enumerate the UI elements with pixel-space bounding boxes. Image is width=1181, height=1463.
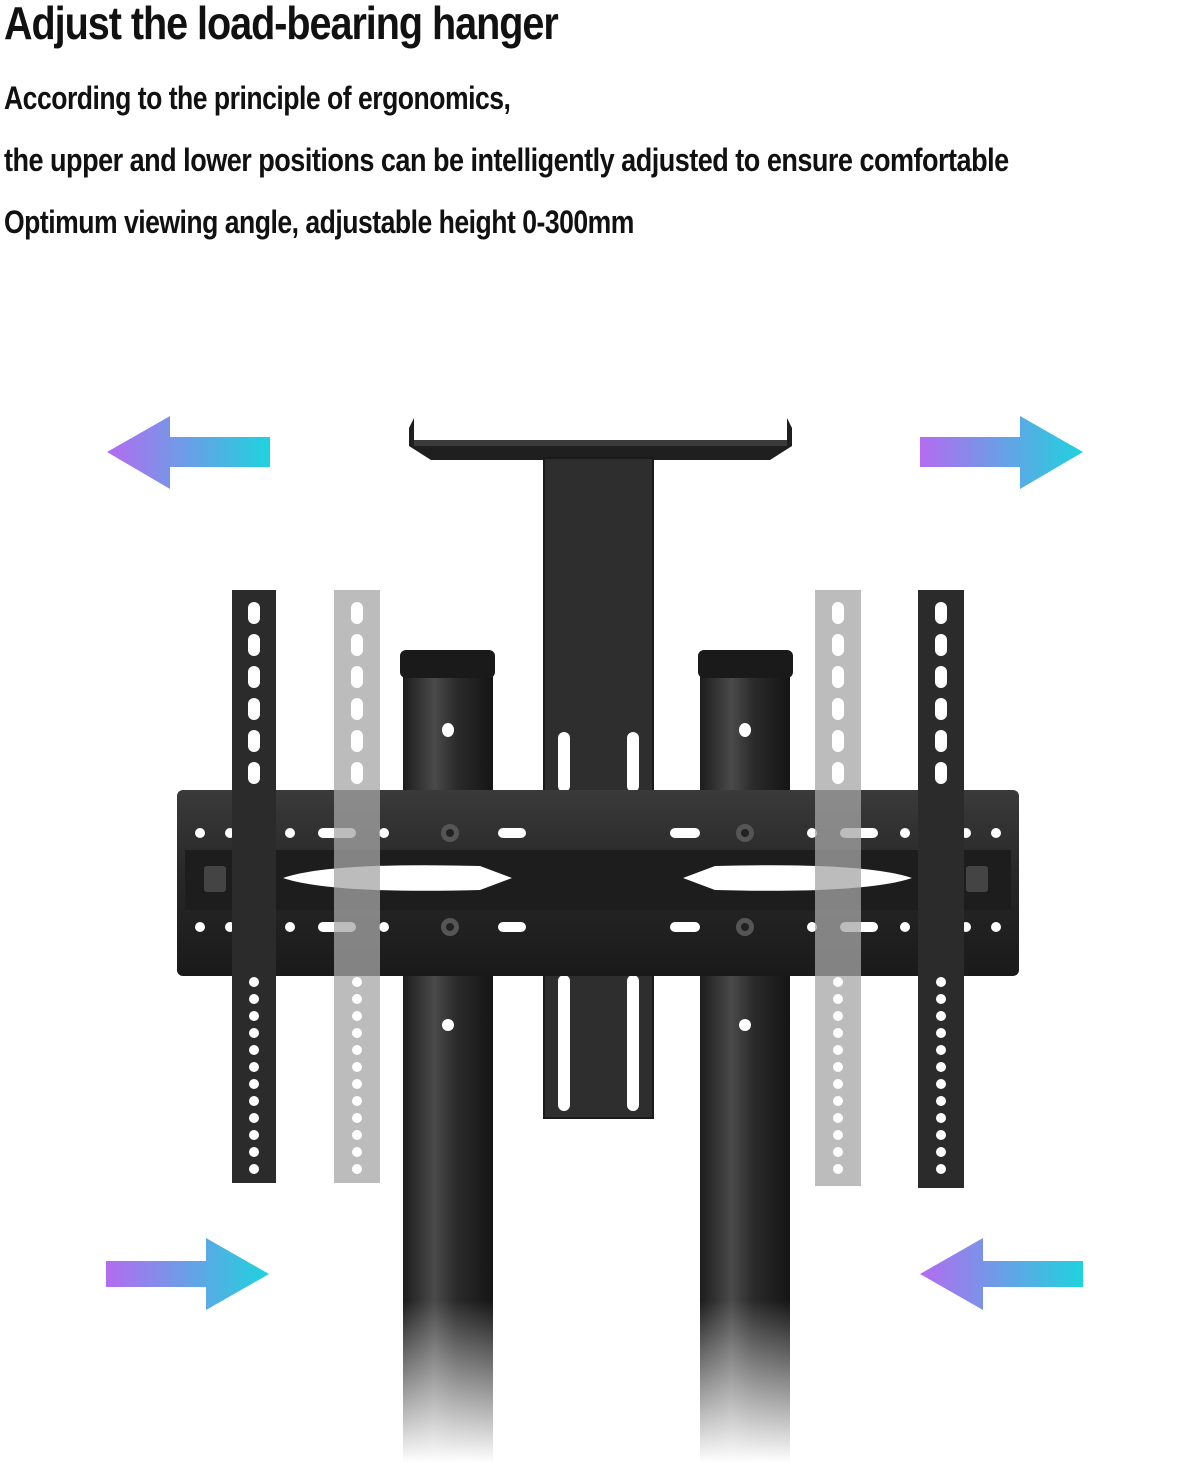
description-line-2: the upper and lower positions can be int… — [4, 142, 1009, 178]
arrow-left-icon — [107, 416, 270, 489]
right-pole — [698, 650, 793, 1463]
left-pole — [400, 650, 495, 1463]
description-line-1: According to the principle of ergonomics… — [4, 80, 511, 116]
page-title: Adjust the load-bearing hanger — [4, 0, 559, 49]
bolt — [441, 824, 754, 936]
mounting-plate — [177, 790, 1019, 976]
bracket-right-inner — [815, 590, 861, 1186]
bracket-left-inner — [334, 590, 380, 1183]
arrow-right-icon — [106, 1238, 269, 1310]
center-support — [543, 457, 654, 1119]
bracket-left-outer — [232, 590, 276, 1183]
description-line-3: Optimum viewing angle, adjustable height… — [4, 204, 634, 240]
bracket-right-outer — [918, 590, 964, 1188]
arrow-left-icon — [920, 1238, 1083, 1310]
arrow-right-icon — [920, 416, 1083, 489]
top-tray — [409, 418, 792, 460]
